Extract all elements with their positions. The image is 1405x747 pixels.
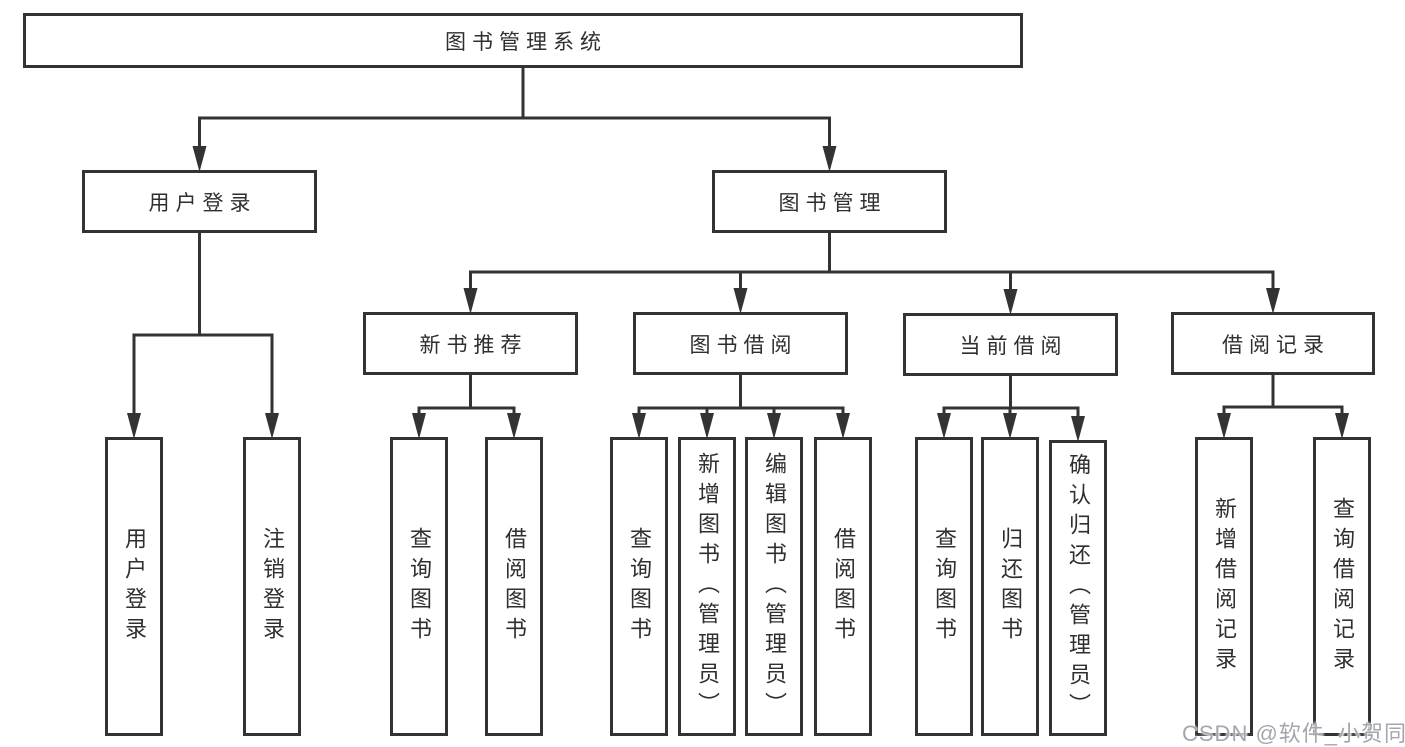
watermark: CSDN @软件_小贺同学 xyxy=(1182,721,1405,746)
node-new-book-rec: 新书推荐 xyxy=(363,312,578,375)
node-cb-return: 归还图书 xyxy=(981,437,1039,736)
node-bb-borrow: 借阅图书 xyxy=(814,437,872,736)
node-br-add: 新增借阅记录 xyxy=(1195,437,1253,736)
node-login-leaf: 用户登录 xyxy=(105,437,163,736)
node-root: 图书管理系统 xyxy=(23,13,1023,68)
node-br-query: 查询借阅记录 xyxy=(1313,437,1371,736)
node-rec-borrow: 借阅图书 xyxy=(485,437,543,736)
node-current-borrow: 当前借阅 xyxy=(903,313,1118,376)
node-cb-query: 查询图书 xyxy=(915,437,973,736)
node-cb-confirm: 确认归还（管理员） xyxy=(1049,440,1107,736)
node-user-login: 用户登录 xyxy=(82,170,317,233)
node-bb-add: 新增图书（管理员） xyxy=(678,437,736,736)
node-rec-query: 查询图书 xyxy=(390,437,448,736)
node-book-mgmt: 图书管理 xyxy=(712,170,947,233)
node-borrow-records: 借阅记录 xyxy=(1171,312,1375,375)
node-logout-leaf: 注销登录 xyxy=(243,437,301,736)
node-book-borrow: 图书借阅 xyxy=(633,312,848,375)
node-bb-edit: 编辑图书（管理员） xyxy=(745,437,803,736)
node-bb-query: 查询图书 xyxy=(610,437,668,736)
